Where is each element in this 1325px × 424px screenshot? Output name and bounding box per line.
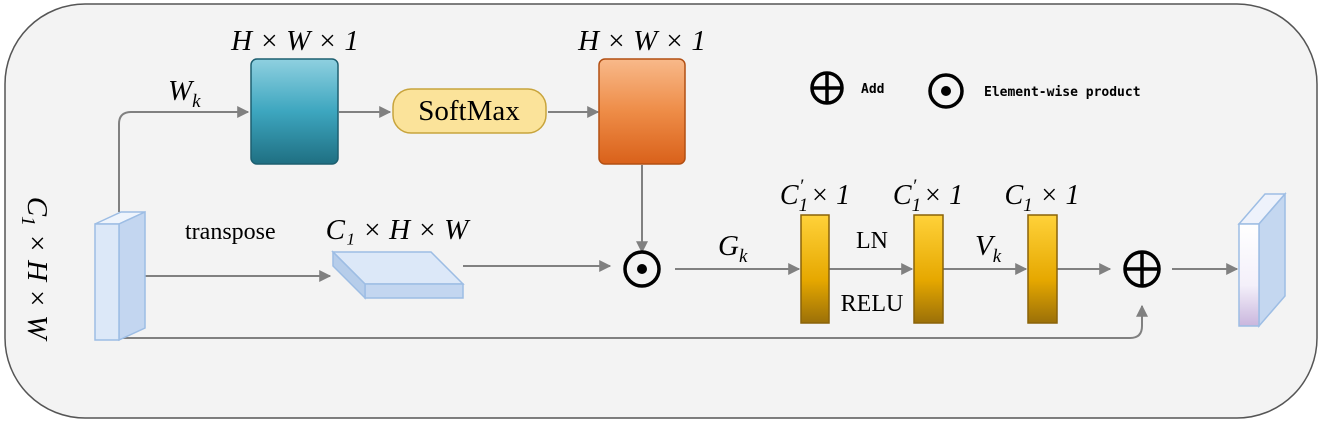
fc1-block <box>800 214 830 324</box>
ln-label: LN <box>856 228 888 254</box>
vk-label: Vk <box>975 230 1002 267</box>
legend-add-icon <box>810 71 844 105</box>
softmax-box <box>392 88 547 134</box>
add-operator-icon <box>1123 250 1161 288</box>
relu-label: RELU <box>841 291 904 317</box>
connectors <box>118 106 1239 339</box>
transpose-label: transpose <box>185 219 276 245</box>
product-operator-icon <box>623 250 661 288</box>
fc2-dim-label: C1′ × 1 <box>893 176 963 216</box>
attention-map-block <box>598 58 686 165</box>
output-feature-block <box>1237 191 1287 329</box>
input-feature-block <box>94 210 146 342</box>
legend-product-label: Element-wise product <box>984 85 1141 100</box>
wk-dim-label: H × W × 1 <box>230 25 359 57</box>
fc3-dim-label: C1 × 1 <box>1004 180 1079 216</box>
transpose-block <box>331 250 465 300</box>
fc2-block <box>913 214 944 324</box>
arrow-residual-to-add <box>121 304 1148 339</box>
legend-product-icon <box>928 73 964 109</box>
gk-label: Gk <box>718 230 748 267</box>
input-dim-label: C1 × H × W <box>17 197 53 342</box>
fc3-block <box>1027 214 1058 324</box>
attention-dim-label: H × W × 1 <box>577 25 706 57</box>
transpose-dim-label: C₁ × H × W <box>326 214 472 246</box>
softmax-label: SoftMax <box>418 95 520 127</box>
fc1-dim-label: C1′ × 1 <box>780 176 850 216</box>
arrow-input-to-wk <box>118 106 250 212</box>
legend-add-label: Add <box>861 82 884 97</box>
wk-conv-block <box>250 58 339 165</box>
wk-label: Wk <box>168 75 201 112</box>
